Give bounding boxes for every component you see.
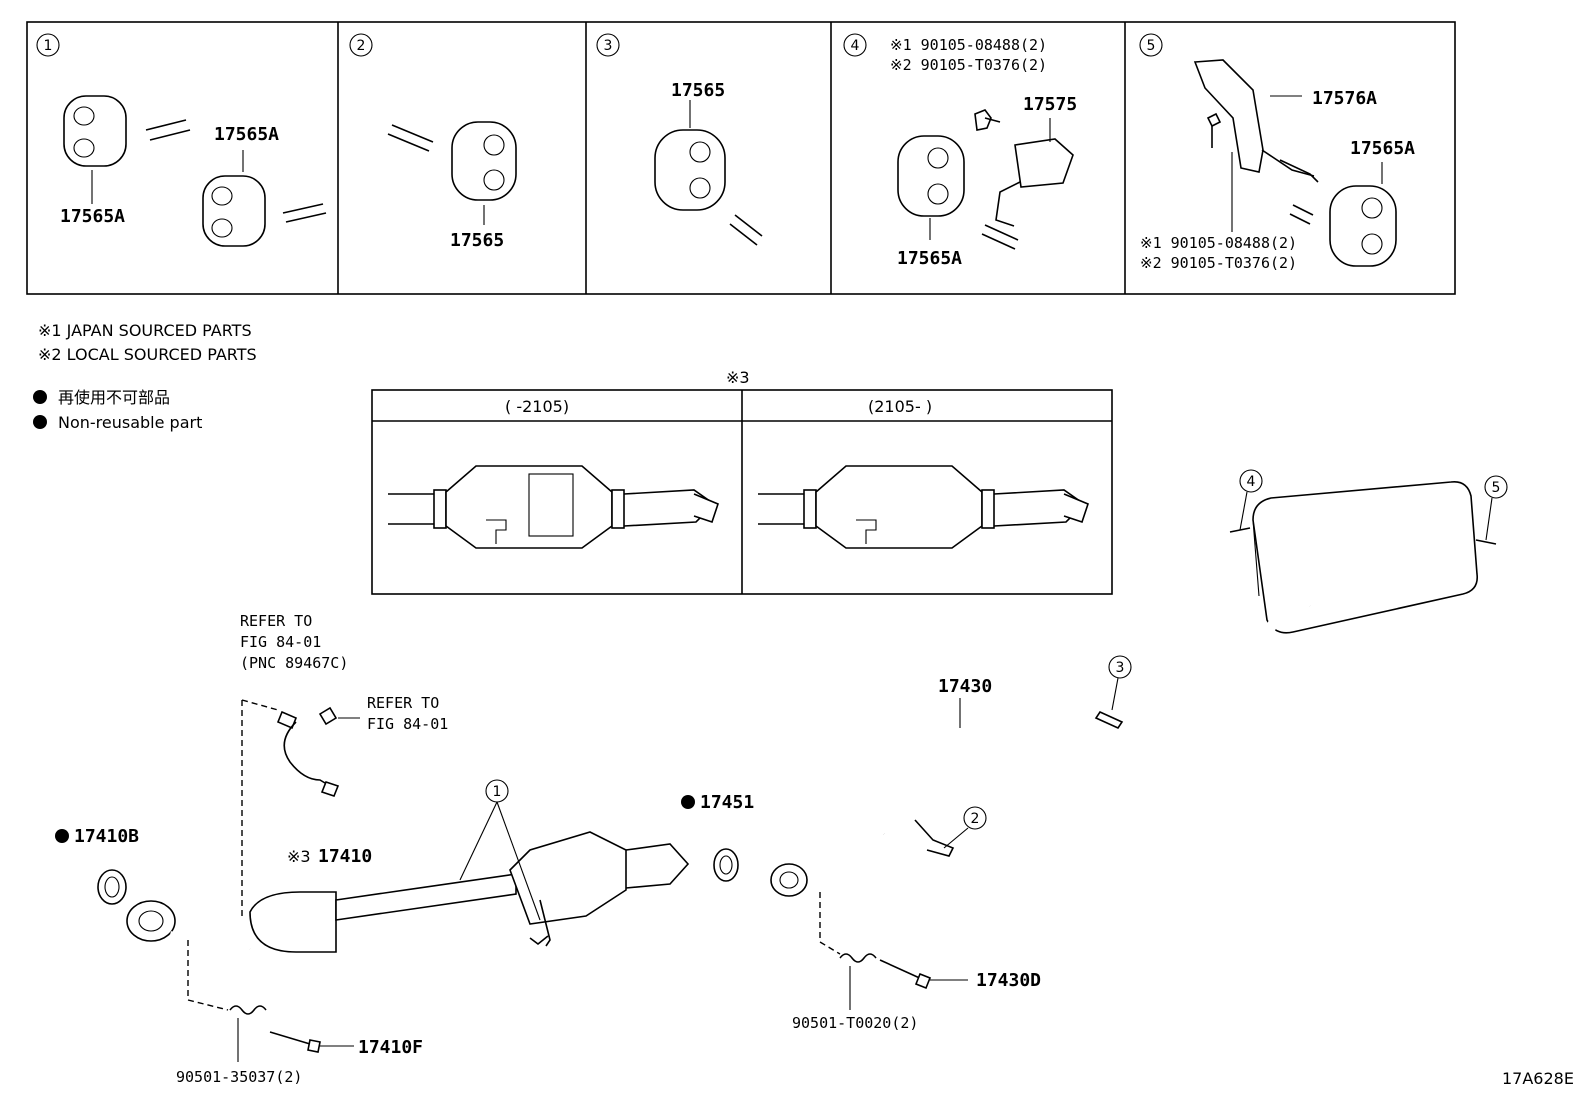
svg-text:3: 3 (604, 38, 613, 54)
nonreusable-bullet-icon (681, 795, 695, 809)
callout-2: 2 (943, 806, 987, 849)
inset-marker: ※3 (726, 368, 750, 387)
label-17410f: 17410F (358, 1037, 423, 1058)
dashed-leader (187, 940, 229, 1011)
label-17430d: 17430D (976, 970, 1041, 991)
panel-3-label: 17565 (671, 80, 725, 101)
legend-nonreuse-jp: 再使用不可部品 (58, 388, 170, 407)
panel-5-number: 5 (1139, 33, 1163, 57)
panel-5-parts (1193, 59, 1397, 267)
dashed-leader (819, 892, 841, 955)
svg-text:2: 2 (357, 38, 366, 54)
gasket-17410b (97, 869, 127, 905)
panel-1-number: 1 (36, 33, 60, 57)
panel-4-note-2: ※2 90105-T0376(2) (890, 56, 1047, 74)
ref-connector-line-2: FIG 84-01 (367, 715, 448, 733)
muffler (770, 480, 1497, 897)
svg-text:2: 2 (971, 811, 980, 827)
svg-text:1: 1 (493, 784, 502, 800)
inset-converter-early (388, 465, 719, 549)
callout-4: 4 (1239, 469, 1263, 531)
svg-text:5: 5 (1492, 480, 1501, 496)
svg-text:5: 5 (1147, 38, 1156, 54)
panel-2-number: 2 (349, 33, 373, 57)
ref-sensor-line-3: (PNC 89467C) (240, 654, 348, 672)
ref-connector-line-1: REFER TO (367, 694, 439, 712)
front-pipe-assembly (126, 831, 690, 953)
legend-note-2: ※2 LOCAL SOURCED PARTS (38, 345, 257, 364)
bullet-icon (33, 390, 47, 404)
dashed-leader (241, 699, 279, 711)
svg-text:4: 4 (851, 38, 860, 54)
panel-4-parts (897, 109, 1074, 250)
svg-text:1: 1 (44, 38, 53, 54)
oxygen-sensor (276, 706, 360, 797)
callout-3: 3 (1108, 655, 1132, 711)
callout-1: 1 (459, 779, 541, 921)
panel-2-hanger (387, 121, 517, 225)
ref-sensor-line-2: FIG 84-01 (240, 633, 321, 651)
svg-text:3: 3 (1116, 660, 1125, 676)
panel-4-label-17565a: 17565A (897, 248, 962, 269)
panel-3-number: 3 (596, 33, 620, 57)
spring-bolt-17410f (229, 1005, 354, 1062)
label-17430: 17430 (938, 676, 992, 697)
inset-col-2: (2105- ) (868, 397, 932, 416)
legend-note-1: ※1 JAPAN SOURCED PARTS (38, 321, 252, 340)
bullet-icon (33, 415, 47, 429)
gasket-17451 (713, 848, 739, 882)
panel-5-note-1: ※1 90105-08488(2) (1140, 234, 1297, 252)
panel-5-note-2: ※2 90105-T0376(2) (1140, 254, 1297, 272)
panel-5-label-17565a: 17565A (1350, 138, 1415, 159)
legend-nonreuse-en: Non-reusable part (58, 413, 202, 432)
svg-text:4: 4 (1247, 474, 1256, 490)
label-17451: 17451 (700, 792, 754, 813)
panel-1-label-a: 17565A (214, 124, 279, 145)
panel-3-hanger (654, 100, 763, 246)
panel-1-hangers (63, 95, 327, 247)
ref-sensor-line-1: REFER TO (240, 612, 312, 630)
nonreusable-bullet-icon (55, 829, 69, 843)
label-17410: 17410 (318, 846, 372, 867)
panel-4-number: 4 (843, 33, 867, 57)
panel-2-label: 17565 (450, 230, 504, 251)
panel-5-label-17576a: 17576A (1312, 88, 1377, 109)
spring-bolt-17430d (839, 953, 968, 1010)
callout-5: 5 (1484, 475, 1508, 541)
label-90501-t0020: 90501-T0020(2) (792, 1014, 918, 1032)
panel-4-label-17575: 17575 (1023, 94, 1077, 115)
panel-1-label-b: 17565A (60, 206, 125, 227)
inset-col-1: ( -2105) (505, 397, 569, 416)
figure-id: 17A628E (1502, 1069, 1574, 1088)
panel-4-note-1: ※1 90105-08488(2) (890, 36, 1047, 54)
label-17410b: 17410B (74, 826, 139, 847)
label-90501-35037: 90501-35037(2) (176, 1068, 302, 1086)
inset-converter-late (758, 465, 1089, 549)
label-17410-marker: ※3 (287, 847, 311, 866)
top-panels (26, 21, 1456, 295)
inset-table (371, 389, 1113, 595)
